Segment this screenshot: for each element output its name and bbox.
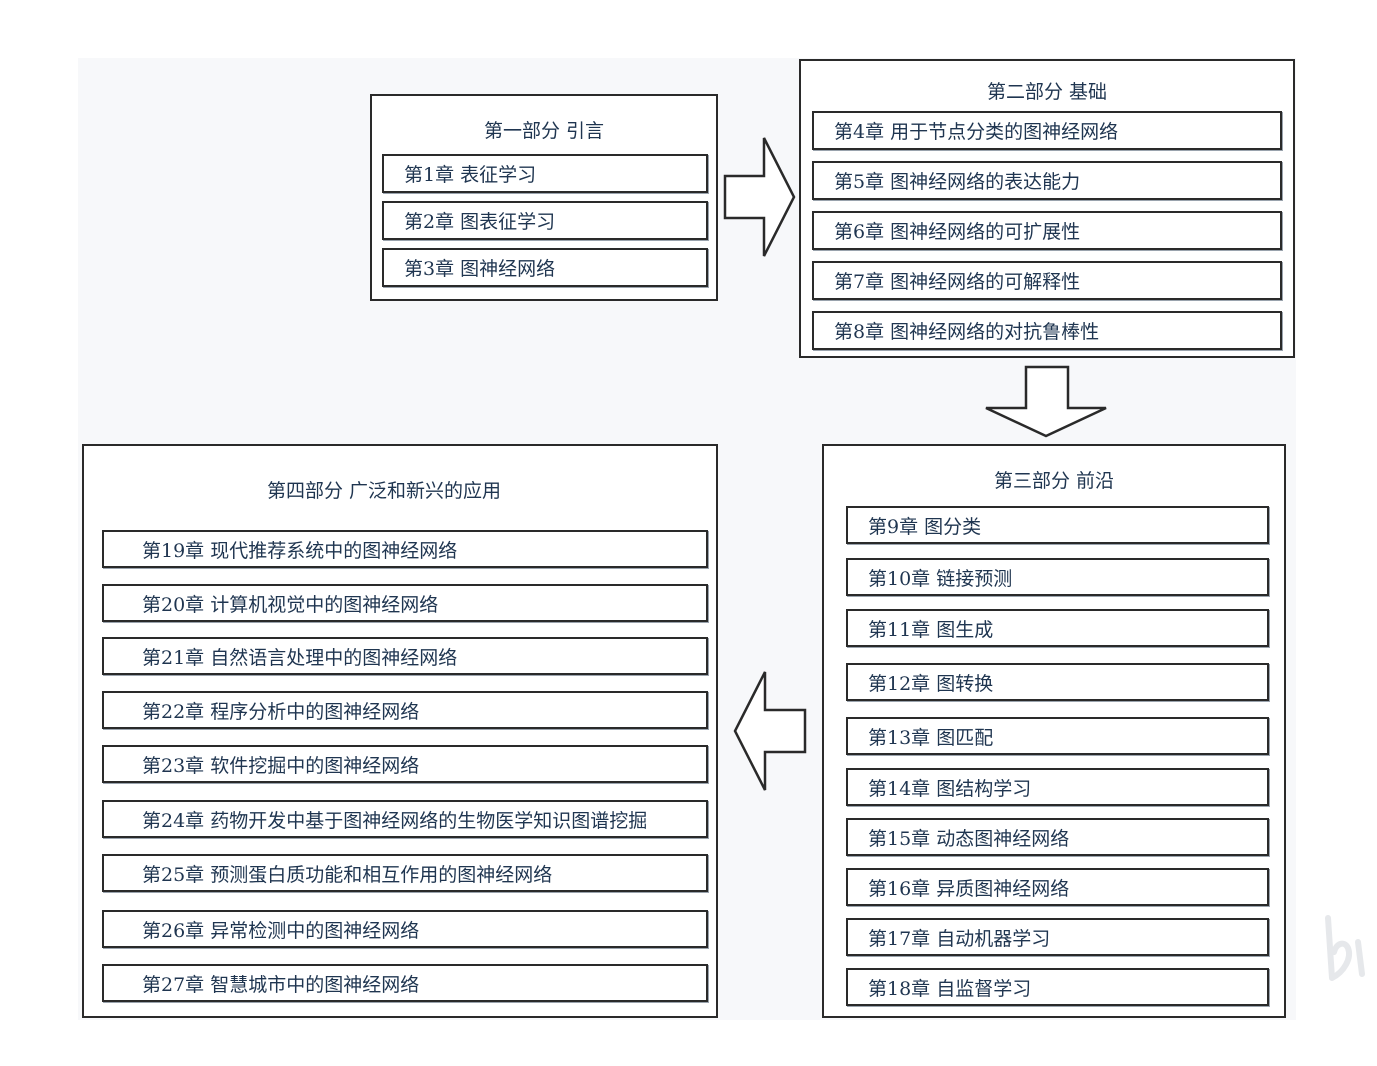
chapter-23: 第23章 软件挖掘中的图神经网络 <box>102 745 708 783</box>
chapter-2: 第2章 图表征学习 <box>382 201 708 240</box>
chapter-17: 第17章 自动机器学习 <box>846 918 1269 956</box>
part-4-title: 第四部分 广泛和新兴的应用 <box>266 480 502 502</box>
chapter-9: 第9章 图分类 <box>846 506 1269 544</box>
chapter-12: 第12章 图转换 <box>846 663 1269 701</box>
chapter-3: 第3章 图神经网络 <box>382 248 708 287</box>
chapter-4: 第4章 用于节点分类的图神经网络 <box>812 111 1282 150</box>
chapter-11: 第11章 图生成 <box>846 609 1269 647</box>
chapter-16: 第16章 异质图神经网络 <box>846 868 1269 906</box>
part-2-title: 第二部分 基础 <box>986 81 1108 103</box>
part-4-box: 第四部分 广泛和新兴的应用 第19章 现代推荐系统中的图神经网络 第20章 计算… <box>82 444 718 1018</box>
chapter-24: 第24章 药物开发中基于图神经网络的生物医学知识图谱挖掘 <box>102 800 708 838</box>
chapter-1: 第1章 表征学习 <box>382 154 708 193</box>
part-3-box: 第三部分 前沿 第9章 图分类 第10章 链接预测 第11章 图生成 第12章 … <box>822 444 1286 1018</box>
chapter-20: 第20章 计算机视觉中的图神经网络 <box>102 584 708 622</box>
chapter-27: 第27章 智慧城市中的图神经网络 <box>102 964 708 1002</box>
arrow-left-icon <box>733 671 807 791</box>
watermark-logo-icon <box>1325 915 1365 981</box>
chapter-19: 第19章 现代推荐系统中的图神经网络 <box>102 530 708 568</box>
part-1-box: 第一部分 引言 第1章 表征学习 第2章 图表征学习 第3章 图神经网络 <box>370 94 718 301</box>
chapter-14: 第14章 图结构学习 <box>846 768 1269 806</box>
arrow-down-icon <box>985 365 1107 438</box>
chapter-10: 第10章 链接预测 <box>846 558 1269 596</box>
chapter-5: 第5章 图神经网络的表达能力 <box>812 161 1282 200</box>
chapter-15: 第15章 动态图神经网络 <box>846 818 1269 856</box>
part-3-title: 第三部分 前沿 <box>993 470 1115 492</box>
chapter-7: 第7章 图神经网络的可解释性 <box>812 261 1282 300</box>
part-2-box: 第二部分 基础 第4章 用于节点分类的图神经网络 第5章 图神经网络的表达能力 … <box>799 59 1295 358</box>
chapter-26: 第26章 异常检测中的图神经网络 <box>102 910 708 948</box>
chapter-13: 第13章 图匹配 <box>846 717 1269 755</box>
part-1-title: 第一部分 引言 <box>483 120 605 142</box>
chapter-25: 第25章 预测蛋白质功能和相互作用的图神经网络 <box>102 854 708 892</box>
chapter-21: 第21章 自然语言处理中的图神经网络 <box>102 637 708 675</box>
arrow-right-icon <box>723 137 796 257</box>
chapter-18: 第18章 自监督学习 <box>846 968 1269 1006</box>
chapter-8: 第8章 图神经网络的对抗鲁棒性 <box>812 311 1282 350</box>
chapter-22: 第22章 程序分析中的图神经网络 <box>102 691 708 729</box>
chapter-6: 第6章 图神经网络的可扩展性 <box>812 211 1282 250</box>
